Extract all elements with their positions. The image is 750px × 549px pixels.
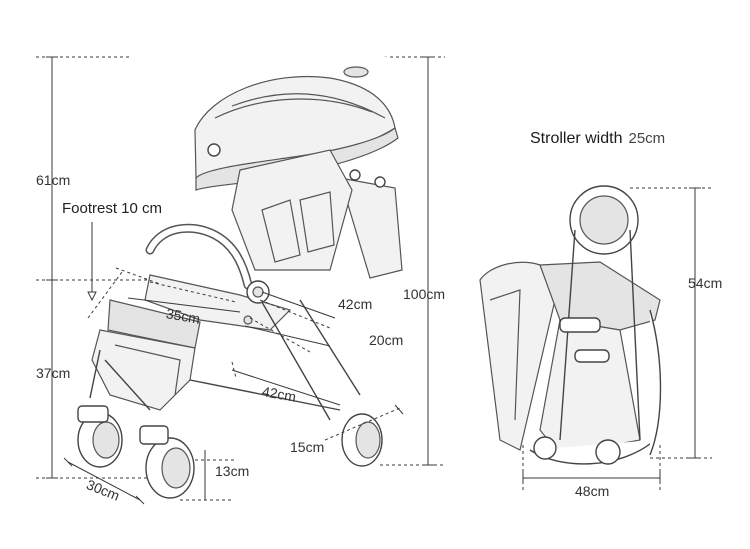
front-wheel-label: 13cm [215, 463, 250, 479]
footrest-label: Footrest 10 cm [62, 200, 163, 217]
rear-wheel-label: 15cm [290, 439, 325, 455]
folded-height-label: 54cm [688, 275, 723, 291]
height-upper-label: 61cm [36, 172, 71, 188]
backrest-label: 42cm [338, 296, 373, 312]
stroller-open-illustration [77, 55, 410, 499]
footrest-arrow [87, 222, 97, 302]
stroller-folded-illustration [479, 185, 662, 465]
seat-dimension-lines [63, 267, 404, 505]
height-total-label: 100cm [403, 286, 446, 302]
folded-dimension-lines [522, 187, 712, 492]
seat-depth-label: 20cm [369, 332, 404, 348]
left-height-dimension [36, 56, 160, 479]
height-lower-label: 37cm [36, 365, 71, 381]
folded-length-label: 48cm [575, 483, 610, 499]
stroller-width-value: 25cm [628, 130, 666, 147]
